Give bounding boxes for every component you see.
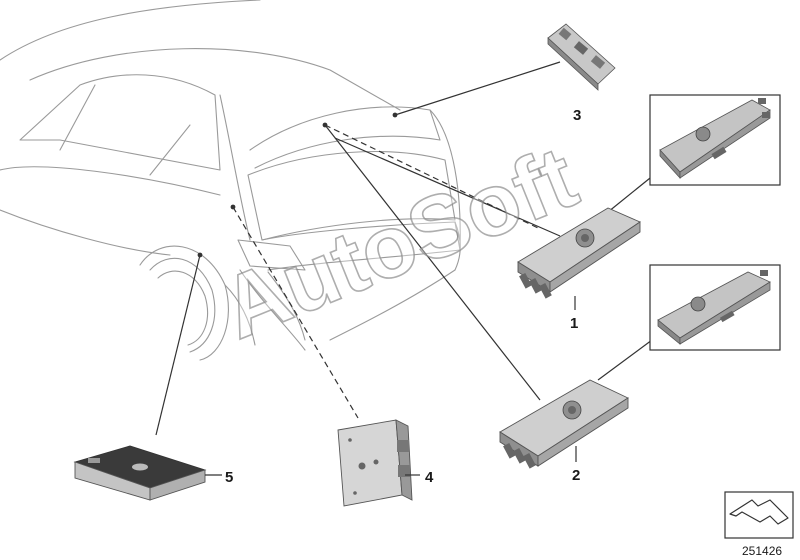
detail-box-part-2 [649, 264, 781, 351]
diagram-number: 251426 [742, 544, 782, 558]
callout-5: 5 [225, 469, 233, 486]
location-dots [197, 112, 398, 258]
part-3-bracket [547, 23, 616, 91]
car-outline [0, 0, 461, 361]
part-1-antenna-module [517, 207, 641, 310]
callout-1: 1 [570, 315, 578, 332]
callout-2: 2 [572, 467, 580, 484]
detail-box-part-1 [649, 94, 781, 186]
callout-3: 3 [573, 107, 581, 124]
callout-4: 4 [425, 469, 434, 486]
orientation-arrow-icon [724, 491, 794, 539]
part-4-control-unit [337, 419, 420, 507]
part-5-block [73, 445, 222, 501]
part-2-antenna-module [499, 379, 629, 469]
leader-lines [155, 61, 661, 436]
